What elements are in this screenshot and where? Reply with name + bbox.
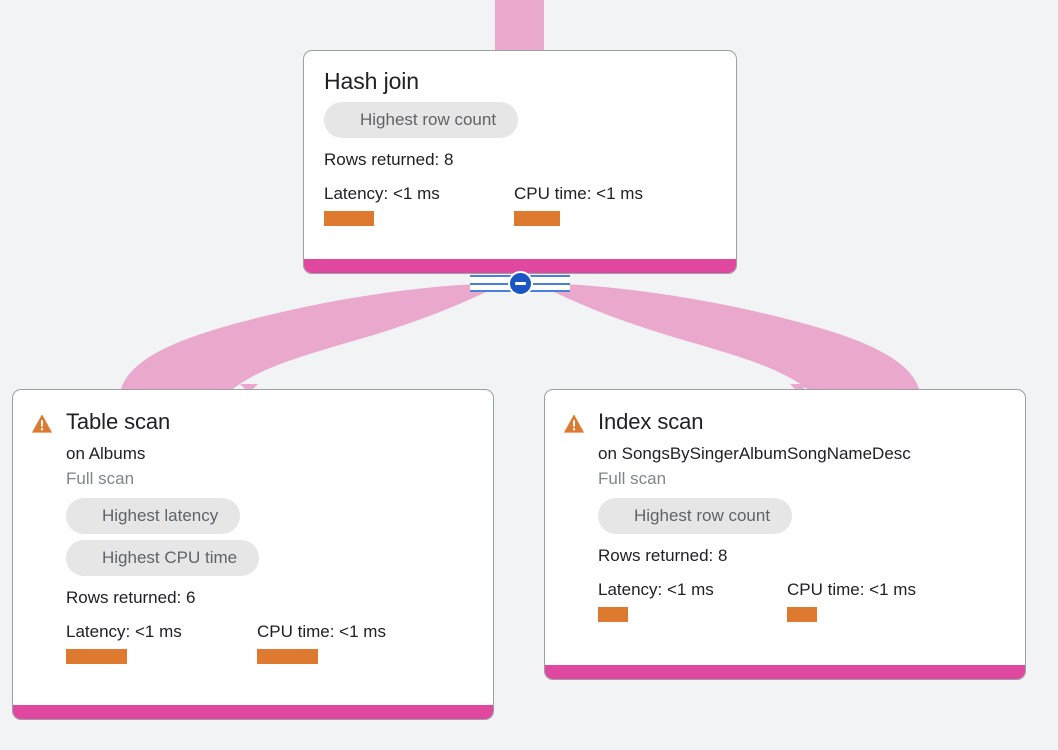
cpu-time-bar: [257, 649, 318, 664]
collapse-toggle-group[interactable]: [470, 271, 570, 296]
node-index-scan[interactable]: Index scan on SongsBySingerAlbumSongName…: [544, 389, 1026, 680]
cpu-time-bar: [787, 607, 817, 622]
rows-returned: Rows returned: 6: [66, 588, 196, 607]
node-hash-join-body: Hash join Highest row count Rows returne…: [304, 51, 736, 236]
rows-returned: Rows returned: 8: [598, 546, 728, 565]
cpu-time-label: CPU time: <1 ms: [514, 184, 643, 203]
node-accent-bar: [13, 705, 493, 719]
latency-label: Latency: <1 ms: [598, 580, 714, 599]
edge-hashjoin-to-indexscan: [535, 283, 920, 390]
node-hash-join-chips: Highest row count: [324, 102, 716, 144]
latency-bar: [598, 607, 628, 622]
node-table-scan[interactable]: Table scan on Albums Full scan Highest l…: [12, 389, 494, 720]
cpu-time-bar: [514, 211, 560, 226]
cpu-time-metric: CPU time: <1 ms: [514, 183, 643, 226]
node-index-scan-header-text: Index scan on SongsBySingerAlbumSongName…: [598, 408, 1007, 622]
chip-highest-cpu-time: Highest CPU time: [66, 540, 260, 576]
node-accent-bar: [304, 259, 736, 273]
node-title: Index scan: [598, 409, 704, 434]
latency-label: Latency: <1 ms: [66, 622, 182, 641]
edge-root-inflow: [495, 0, 544, 52]
node-index-scan-chips: Highest row count: [598, 498, 1007, 540]
node-table-scan-header: Table scan on Albums Full scan Highest l…: [31, 408, 475, 664]
chip-highest-row-count: Highest row count: [598, 498, 793, 534]
chip-highest-latency: Highest latency: [66, 498, 241, 534]
rows-returned: Rows returned: 8: [324, 150, 454, 169]
latency-label: Latency: <1 ms: [324, 184, 440, 203]
latency-metric: Latency: <1 ms: [324, 183, 514, 226]
node-table-scan-body: Table scan on Albums Full scan Highest l…: [13, 390, 493, 678]
node-index-scan-metrics: Latency: <1 ms CPU time: <1 ms: [598, 579, 1007, 622]
node-table-scan-chips: Highest latency Highest CPU time: [66, 498, 475, 582]
node-index-scan-body: Index scan on SongsBySingerAlbumSongName…: [545, 390, 1025, 636]
node-hash-join-header-text: Hash join Highest row count Rows returne…: [324, 67, 716, 226]
cpu-time-label: CPU time: <1 ms: [257, 622, 386, 641]
node-scan-type: Full scan: [598, 469, 667, 488]
latency-bar: [324, 211, 374, 226]
minus-circle-icon[interactable]: [508, 271, 533, 296]
node-scan-type: Full scan: [66, 469, 135, 488]
chip-highest-row-count: Highest row count: [324, 102, 519, 138]
node-accent-bar: [545, 665, 1025, 679]
node-title: Table scan: [66, 409, 171, 434]
node-table-scan-metrics: Latency: <1 ms CPU time: <1 ms: [66, 621, 475, 664]
node-subtitle: on SongsBySingerAlbumSongNameDesc: [598, 444, 911, 463]
node-title: Hash join: [324, 68, 419, 94]
latency-metric: Latency: <1 ms: [66, 621, 257, 664]
edge-hashjoin-to-tablescan: [120, 283, 505, 390]
node-hash-join-header: Hash join Highest row count Rows returne…: [324, 67, 716, 226]
latency-bar: [66, 649, 127, 664]
node-table-scan-header-text: Table scan on Albums Full scan Highest l…: [66, 408, 475, 664]
cpu-time-metric: CPU time: <1 ms: [257, 621, 386, 664]
node-hash-join-metrics: Latency: <1 ms CPU time: <1 ms: [324, 183, 716, 226]
warning-triangle-icon: [563, 414, 585, 433]
node-hash-join[interactable]: Hash join Highest row count Rows returne…: [303, 50, 737, 274]
cpu-time-label: CPU time: <1 ms: [787, 580, 916, 599]
node-subtitle: on Albums: [66, 444, 146, 463]
node-index-scan-header: Index scan on SongsBySingerAlbumSongName…: [563, 408, 1007, 622]
cpu-time-metric: CPU time: <1 ms: [787, 579, 916, 622]
warning-triangle-icon: [31, 414, 53, 433]
latency-metric: Latency: <1 ms: [598, 579, 787, 622]
